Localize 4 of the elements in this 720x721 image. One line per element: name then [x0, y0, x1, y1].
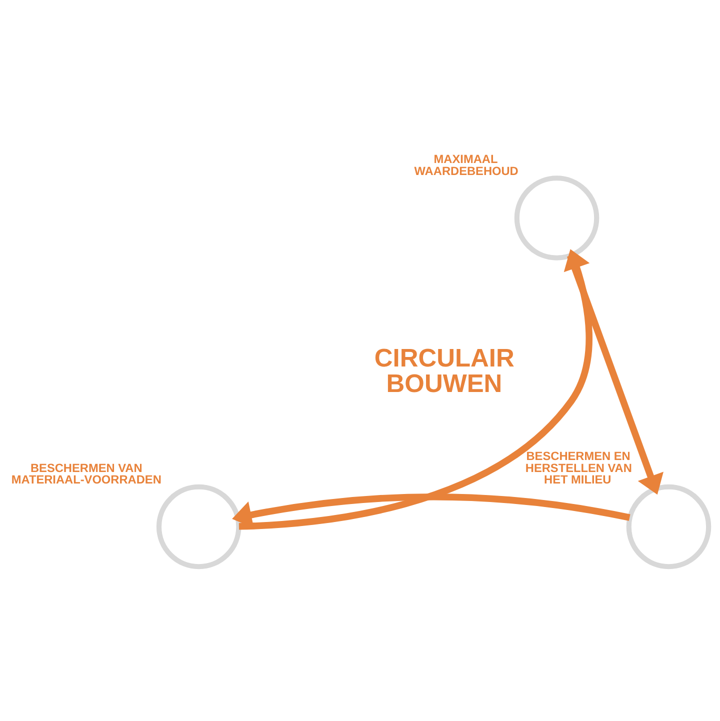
node-label: BESCHERMEN VAN MATERIAAL-VOORRADEN: [11, 460, 162, 487]
label: CIRCULAIR BOUWEN: [374, 344, 514, 398]
node-label: MAXIMAAL WAARDEBEHOUD: [414, 152, 518, 178]
node-label: BESCHERMEN EN HERSTELLEN VAN HET MILIEU: [525, 448, 632, 487]
